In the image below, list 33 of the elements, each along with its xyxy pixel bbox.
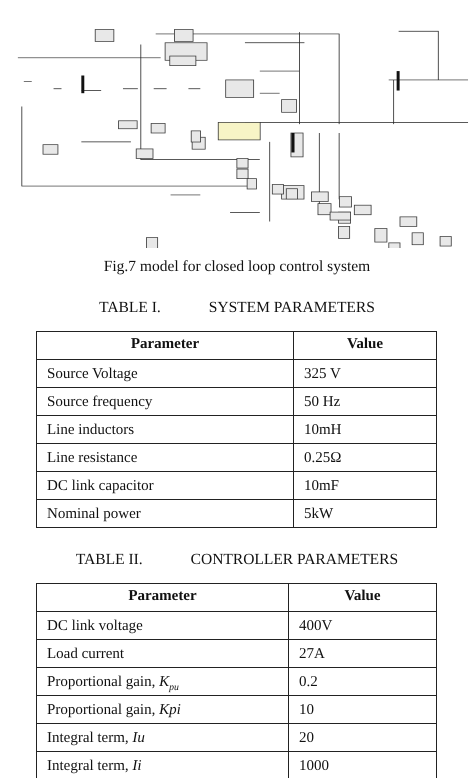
table-cell: 20 — [288, 724, 436, 752]
table-cell: Line resistance — [37, 444, 293, 472]
table-cell: DC link capacitor — [37, 472, 293, 500]
table-cell: 0.2 — [288, 668, 436, 696]
table-cell: Source Voltage — [37, 360, 293, 388]
figure-caption: Fig.7 model for closed loop control system — [102, 258, 372, 276]
table-cell: 27A — [288, 640, 436, 668]
table-title: SYSTEM PARAMETERS — [208, 299, 375, 317]
column-header: Value — [288, 584, 436, 612]
table-cell: Line inductors — [37, 416, 293, 444]
table-cell: 0.25Ω — [293, 444, 436, 472]
table-cell: Source frequency — [37, 388, 293, 416]
table-title: CONTROLLER PARAMETERS — [190, 551, 398, 569]
column-header: Value — [293, 332, 436, 360]
column-header: Parameter — [37, 584, 288, 612]
table-cell: 5kW — [293, 500, 436, 528]
table-cell: 50 Hz — [293, 388, 436, 416]
table-number: TABLE II. — [76, 551, 143, 569]
table-cell: Integral term, Iu — [37, 724, 288, 752]
table-cell: 1000 — [288, 752, 436, 778]
table-cell: Nominal power — [37, 500, 293, 528]
table-cell: 325 V — [293, 360, 436, 388]
table-cell: Proportional gain, Kpi — [37, 696, 288, 724]
table-cell: Proportional gain, K$_{pu}$ — [37, 668, 288, 696]
table-cell: 10mH — [293, 416, 436, 444]
table-cell: 10 — [288, 696, 436, 724]
table-cell: 10mF — [293, 472, 436, 500]
column-header: Parameter — [37, 332, 293, 360]
table-cell: Integral term, Ii — [37, 752, 288, 778]
table-cell: Load current — [37, 640, 288, 668]
table-cell: DC link voltage — [37, 612, 288, 640]
table-number: TABLE I. — [99, 299, 161, 317]
table-cell: 400V — [288, 612, 436, 640]
